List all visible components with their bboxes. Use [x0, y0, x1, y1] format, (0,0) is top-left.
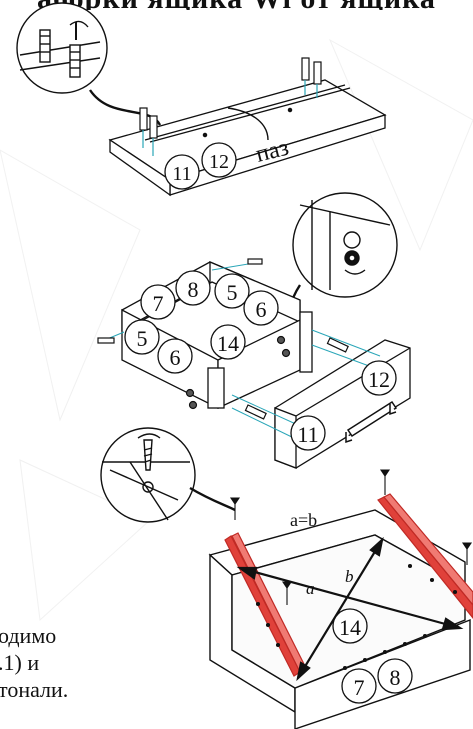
label-a-eq-b: a=b — [290, 510, 317, 530]
instruction-line-3: тонали. — [0, 677, 69, 702]
label-b: b — [345, 567, 354, 586]
part-circle — [290, 415, 326, 451]
leader-line-screw — [189, 486, 236, 512]
part-circle — [124, 319, 160, 355]
label-a: a — [306, 579, 315, 598]
part-number: 11 — [297, 422, 318, 447]
part-circle — [175, 270, 211, 306]
part-circle — [243, 290, 279, 326]
header-text: аборки ящика Wl от ящика — [0, 0, 473, 10]
part-circle — [140, 284, 176, 320]
part-number: 12 — [368, 367, 390, 392]
part-circle — [157, 338, 193, 374]
part-circle — [332, 608, 368, 644]
part-number: 8 — [188, 277, 199, 302]
bottom-screws — [229, 469, 473, 671]
zoom-circle-camlock — [292, 192, 398, 298]
background-pattern — [0, 38, 473, 622]
instruction-line-2: .1) и — [0, 650, 40, 675]
diagonals — [236, 536, 464, 682]
drawer-hardware — [97, 258, 349, 420]
part-number: 14 — [339, 615, 361, 640]
part-number: 7 — [354, 675, 365, 700]
paz-pointer — [227, 107, 269, 141]
part-circle — [341, 668, 377, 704]
part-circle — [210, 324, 246, 360]
part-number: 5 — [227, 280, 238, 305]
part-number: 8 — [390, 665, 401, 690]
part-circle — [377, 658, 413, 694]
part-circle — [361, 360, 397, 396]
part-number: 12 — [209, 151, 229, 173]
part-circle — [164, 154, 200, 190]
part-number: 6 — [256, 297, 267, 322]
part-number: 11 — [172, 163, 191, 185]
zoom-circle-dowels — [16, 2, 108, 94]
part-number: 6 — [170, 345, 181, 370]
bottom-part-labels: 14 7 8 — [332, 608, 413, 704]
top-panel-dowels — [139, 57, 322, 156]
header-title: аборки ящика Wl от ящика — [0, 0, 473, 10]
zoom-circle-screw — [100, 427, 196, 523]
part-number: 7 — [153, 291, 164, 316]
drawer-part-labels: 7 8 5 6 5 6 14 12 11 — [124, 270, 397, 451]
instruction-line-1: одимо — [0, 623, 57, 648]
drawer-handle — [345, 400, 398, 444]
part-circle — [201, 142, 237, 178]
part-number: 5 — [137, 326, 148, 351]
part-number: 14 — [217, 331, 239, 356]
part-circle — [214, 273, 250, 309]
top-panel-part-labels: 11 12 — [164, 142, 237, 190]
